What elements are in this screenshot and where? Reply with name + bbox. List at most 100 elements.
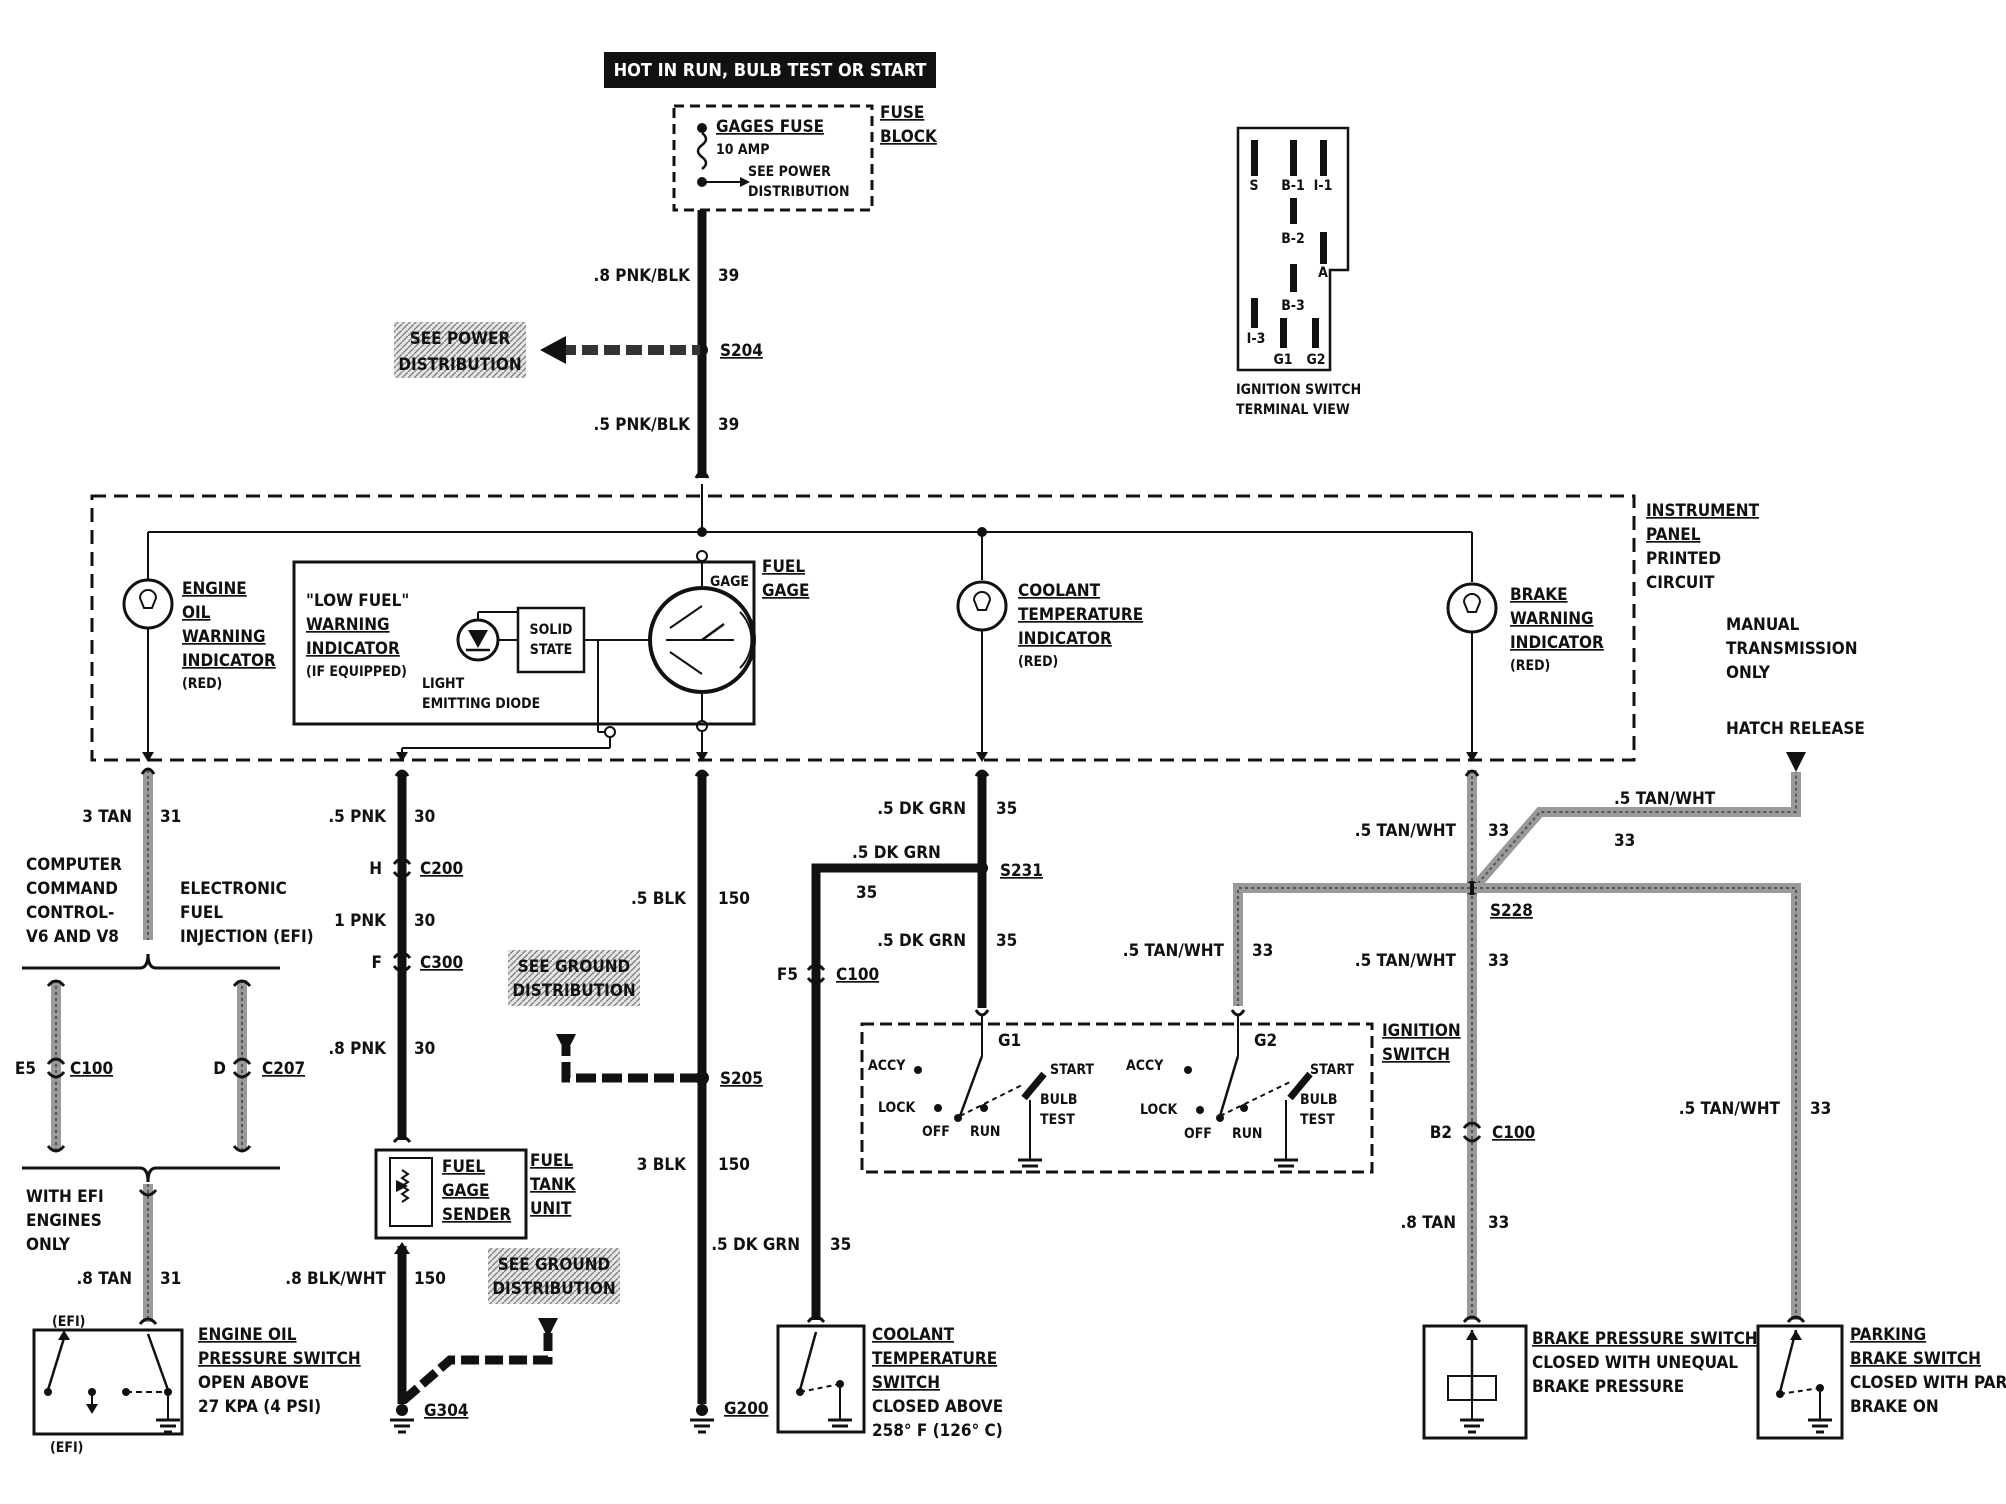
start-label-2: START [1310,1062,1354,1078]
terminal-s: S [1249,178,1258,194]
see-ground-blk-2: DISTRIBUTION [512,981,635,1001]
tank-2: TANK [530,1175,577,1195]
wire-8-pnk-blk: .8 PNK/BLK [594,266,692,286]
sender-1: FUEL [442,1157,485,1177]
brake-ind-line1: BRAKE [1510,585,1568,605]
arrow-down-icon [1466,752,1478,762]
circuit-150-b: 150 [718,1155,750,1175]
arrow-right-icon [740,177,750,187]
lock-label-1: LOCK [878,1100,916,1116]
engine-oil-line2: OIL [182,603,211,623]
low-fuel-line3: INDICATOR [306,639,400,659]
coolant-ind-line2: TEMPERATURE [1018,605,1143,625]
efi-bottom-label: (EFI) [50,1440,83,1456]
low-fuel-line1: "LOW FUEL" [306,591,409,611]
terminal-i3: I-3 [1247,331,1266,347]
with-efi-2: ENGINES [26,1211,102,1231]
circuit-39-upper: 39 [718,266,739,286]
terminal-a: A [1318,265,1328,281]
circuit-150-a: 150 [718,889,750,909]
circuit-33-hatch: 33 [1614,831,1635,851]
parking-brake-1: PARKING [1850,1325,1926,1345]
oil-switch-1: ENGINE OIL [198,1325,297,1345]
wire-3-tan: 3 TAN [82,807,132,827]
wire-5-pnk-blk: .5 PNK/BLK [594,415,692,435]
wire-5-dkgrn-c: .5 DK GRN [711,1235,800,1255]
ccc-3: CONTROL- [26,903,114,923]
efi-top-label: (EFI) [52,1314,85,1330]
coolant-ind-line1: COOLANT [1018,581,1101,601]
ignition-terminal-view: S B-1 I-1 B-2 A B-3 I-3 G1 G2 IGNITION S… [1236,126,1361,418]
c300-label: C300 [420,953,463,973]
manual-trans-note: MANUAL TRANSMISSION ONLY HATCH RELEASE [1726,615,1865,772]
off-label-1: OFF [922,1124,950,1140]
instrument-panel-circuit: INSTRUMENT PANEL PRINTED CIRCUIT ENGINE … [90,494,1760,762]
tank-3: UNIT [530,1199,572,1219]
c100-coolant: C100 [836,965,879,985]
solid-state-box [516,606,586,674]
c100-pin-f5: F5 [777,965,798,985]
ipc-label-2: PANEL [1646,525,1701,545]
brake-branch: .5 TAN/WHT 33 .5 TAN/WHT 33 S228 .5 TAN/… [1123,769,2006,1440]
fuse-block: GAGES FUSE 10 AMP SEE POWER DISTRIBUTION… [672,103,938,212]
splice-s204: S204 [720,341,763,361]
lamp-icon [1446,582,1498,634]
wire-5-blk: .5 BLK [631,889,687,909]
parking-brake-2: BRAKE SWITCH [1850,1349,1981,1369]
wire-8-pnk: .8 PNK [328,1039,387,1059]
oil-switch-3: OPEN ABOVE [198,1373,309,1393]
power-banner: HOT IN RUN, BULB TEST OR START [604,52,936,88]
circuit-30-c: 30 [414,1039,435,1059]
g2-label: G2 [1254,1031,1277,1051]
brake-pressure-2: CLOSED WITH UNEQUAL [1532,1353,1738,1373]
coolant-switch-5: 258° F (126° C) [872,1421,1003,1441]
sender-3: SENDER [442,1205,511,1225]
brake-ind-color: (RED) [1510,658,1550,674]
terminal-b1: B-1 [1281,178,1305,194]
circuit-35-b: 35 [996,931,1017,951]
coolant-switch-1: COOLANT [872,1325,955,1345]
c200-pin-h: H [369,859,382,879]
see-ground-blk-1: SEE GROUND [518,957,630,977]
efi-3: INJECTION (EFI) [180,927,314,947]
arrow-down-icon [696,752,708,762]
fuel-sender-branch: .5 PNK 30 H C200 1 PNK 30 F C300 .8 PNK … [285,769,620,1434]
d-label: D [213,1059,226,1079]
ignition-switch-label-2: SWITCH [1382,1045,1450,1065]
coolant-switch-4: CLOSED ABOVE [872,1397,1003,1417]
fuse-rating: 10 AMP [716,142,769,158]
coolant-switch-3: SWITCH [872,1373,940,1393]
circuit-33-b: 33 [1488,951,1509,971]
fuse-block-label-1: FUSE [880,103,924,123]
test-label-2: TEST [1300,1112,1335,1128]
option-brace-bottom [22,1166,280,1183]
wire-5-dkgrn-b: .5 DK GRN [877,931,966,951]
solid-state-2: STATE [530,642,572,658]
coolant-branch: .5 DK GRN 35 S231 .5 DK GRN 35 .5 DK GRN… [711,769,1043,1441]
e5-label: E5 [15,1059,36,1079]
wire-5-tanwht-b: .5 TAN/WHT [1355,951,1457,971]
gage-label: GAGE [710,574,749,590]
hatch-release-label: HATCH RELEASE [1726,719,1865,739]
engine-oil-line4: INDICATOR [182,651,276,671]
wire-8-blk-wht: .8 BLK/WHT [285,1269,386,1289]
fuel-gage-label-1: FUEL [762,557,805,577]
splice-s231: S231 [1000,861,1043,881]
ccc-2: COMMAND [26,879,118,899]
ground-g200: G200 [724,1399,768,1419]
connector-symbol [46,1057,66,1065]
oil-switch-4: 27 KPA (4 PSI) [198,1397,321,1417]
c300-pin-f: F [372,953,382,973]
terminal-i1: I-1 [1314,178,1333,194]
circuit-35-c: 35 [830,1235,851,1255]
terminal-view-caption-1: IGNITION SWITCH [1236,382,1361,398]
coolant-switch-box [776,1324,866,1434]
connector-symbol [806,963,826,971]
c207-label: C207 [262,1059,305,1079]
wire-5-tanwht-a: .5 TAN/WHT [1355,821,1457,841]
wire-5-tanwht-ign: .5 TAN/WHT [1123,941,1225,961]
c100-brake: C100 [1492,1123,1535,1143]
ignition-switch-label-1: IGNITION [1382,1021,1461,1041]
wire-1-pnk: 1 PNK [334,911,387,931]
fuse-block-label-2: BLOCK [880,127,938,147]
